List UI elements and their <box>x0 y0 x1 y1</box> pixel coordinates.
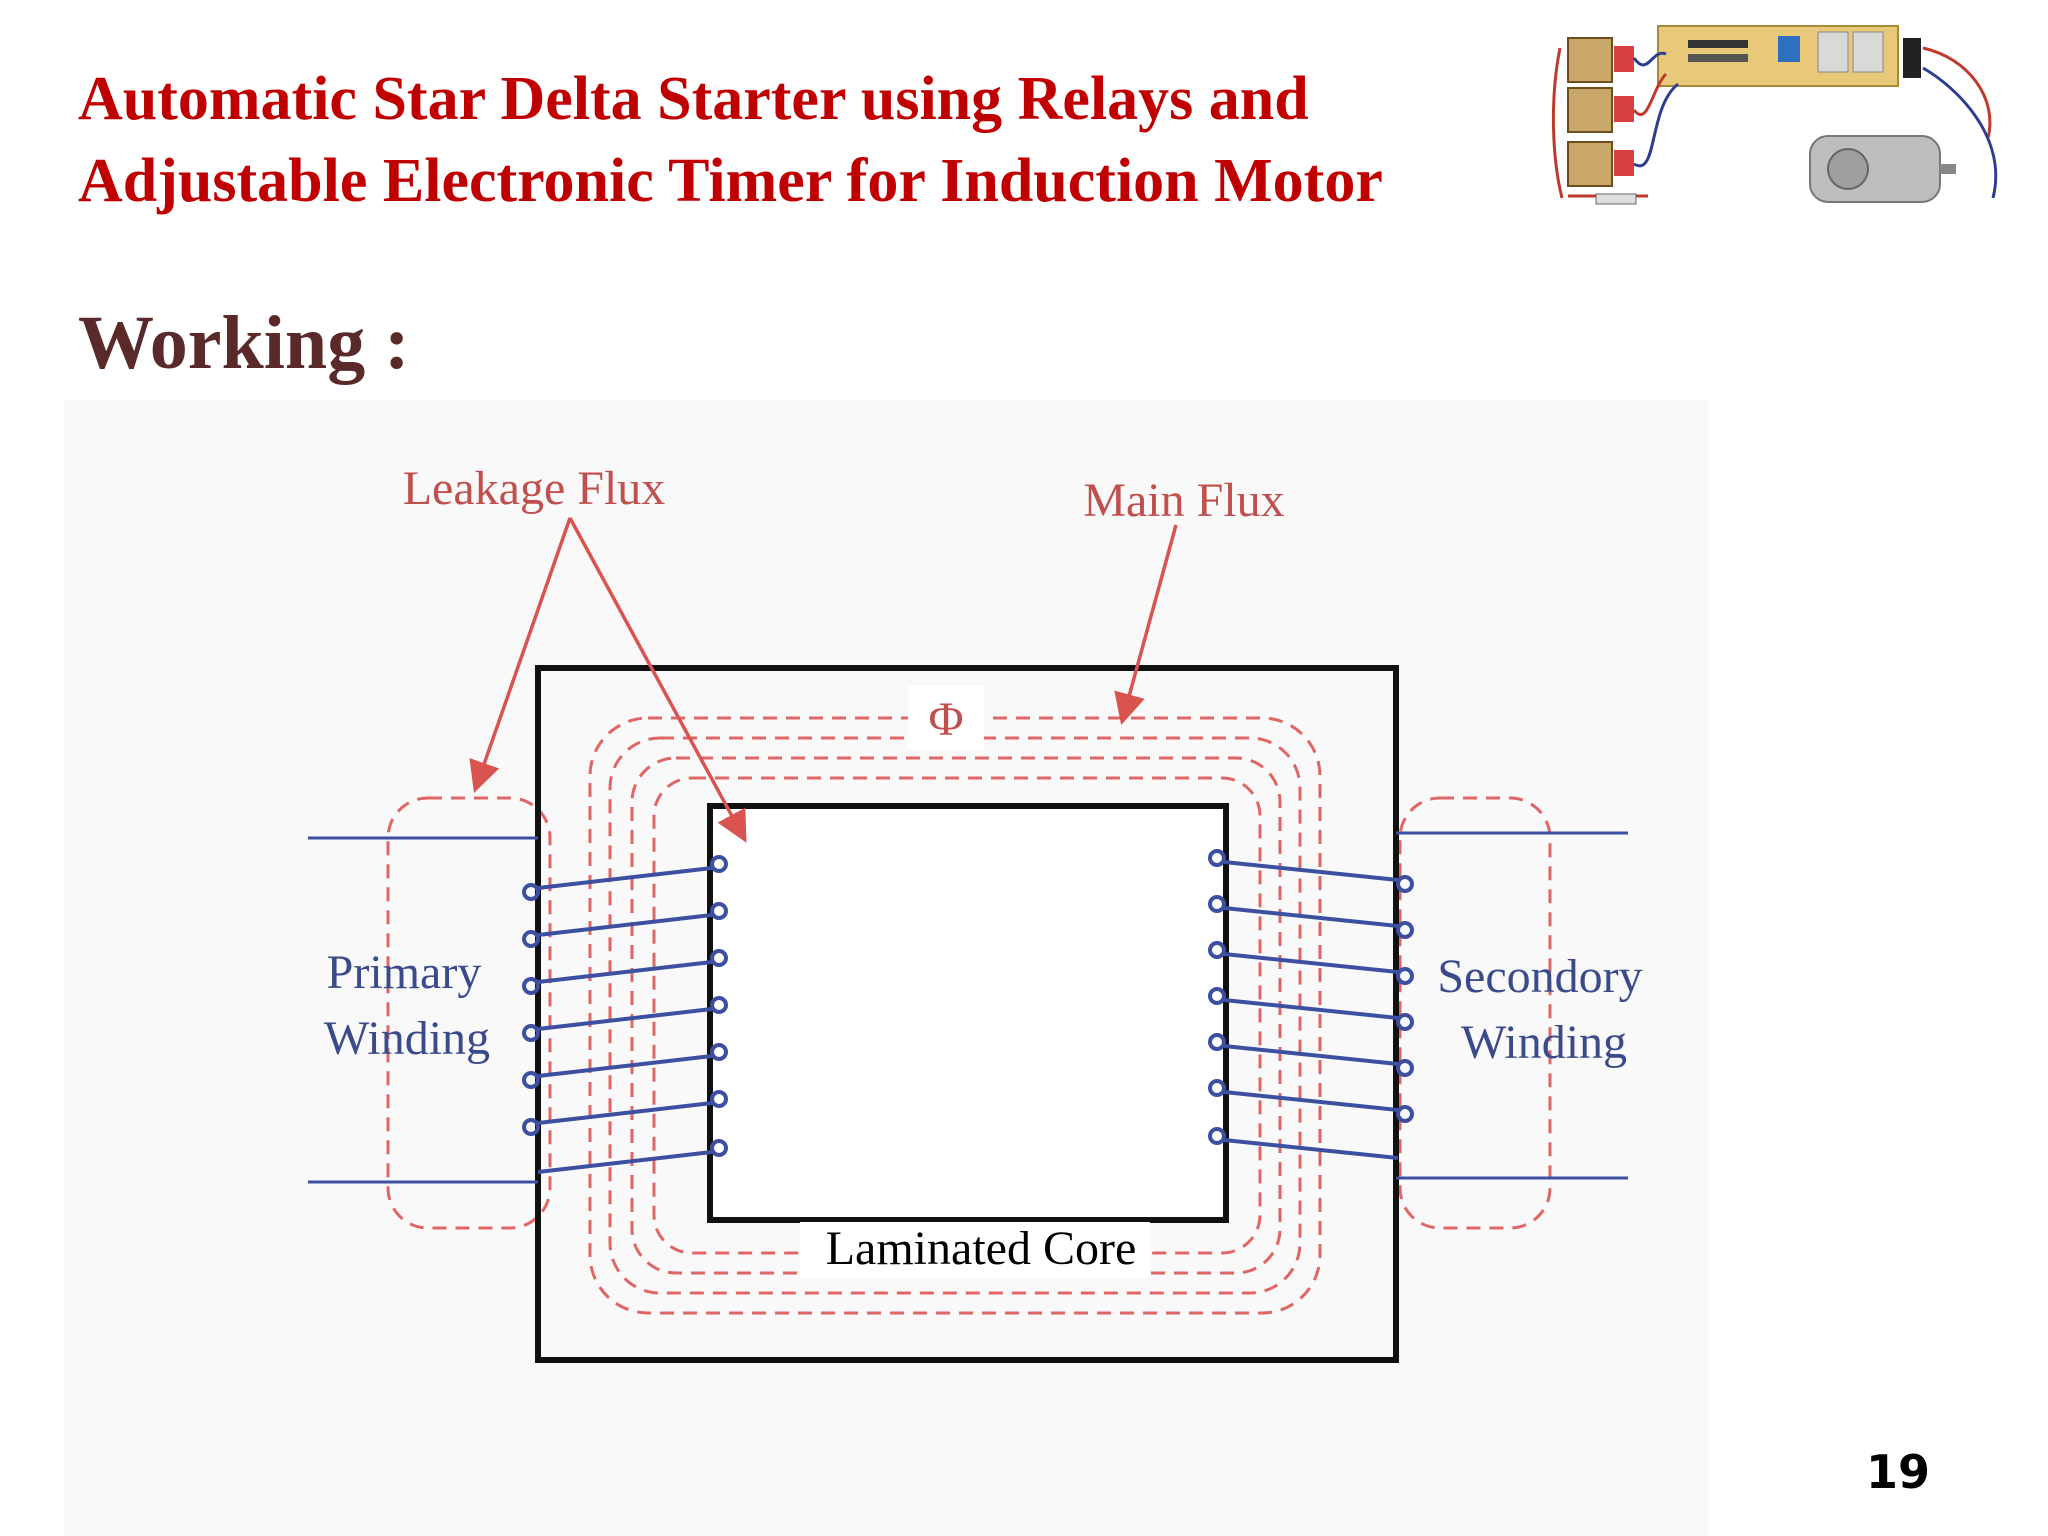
leakage-flux-loop-primary-outer <box>386 796 552 1230</box>
primary-winding-coil <box>522 855 728 1174</box>
primary-winding-label-line-1: Primary <box>327 946 482 999</box>
main-flux-path-2 <box>608 736 1302 1295</box>
leakage-flux-arrow-inner <box>568 517 747 843</box>
core-outer-edge <box>535 665 1399 1363</box>
main-flux-arrow <box>1114 524 1178 726</box>
primary-winding-label-line-2: Winding <box>324 1012 490 1065</box>
slide-title-line-2: Adjustable Electronic Timer for Inductio… <box>78 147 1383 215</box>
transformer-diagram-panel: Φ Leakage Flux Main Flux Primary Winding… <box>64 400 1708 1536</box>
secondary-winding-label-line-1: Secondory <box>1437 950 1642 1003</box>
secondary-winding-coil <box>1208 849 1414 1160</box>
secondary-winding-label-line-2: Winding <box>1461 1016 1627 1069</box>
leakage-flux-label: Leakage Flux <box>403 462 666 515</box>
main-flux-label: Main Flux <box>1083 474 1284 527</box>
slide-title: Automatic Star Delta Starter using Relay… <box>78 58 1518 222</box>
leakage-flux-loop-secondary-outer <box>1398 796 1552 1230</box>
leakage-flux-arrow-outer <box>469 517 572 793</box>
phi-symbol: Φ <box>928 693 963 746</box>
core-window-edge <box>707 803 1229 1223</box>
slide-title-line-1: Automatic Star Delta Starter using Relay… <box>78 65 1309 133</box>
page-number: 19 <box>1865 1445 1930 1499</box>
starter-circuit-photo <box>1548 18 2010 213</box>
transformer-diagram: Φ Leakage Flux Main Flux Primary Winding… <box>308 462 1643 1363</box>
laminated-core-label: Laminated Core <box>826 1222 1137 1275</box>
section-heading: Working : <box>78 301 410 385</box>
